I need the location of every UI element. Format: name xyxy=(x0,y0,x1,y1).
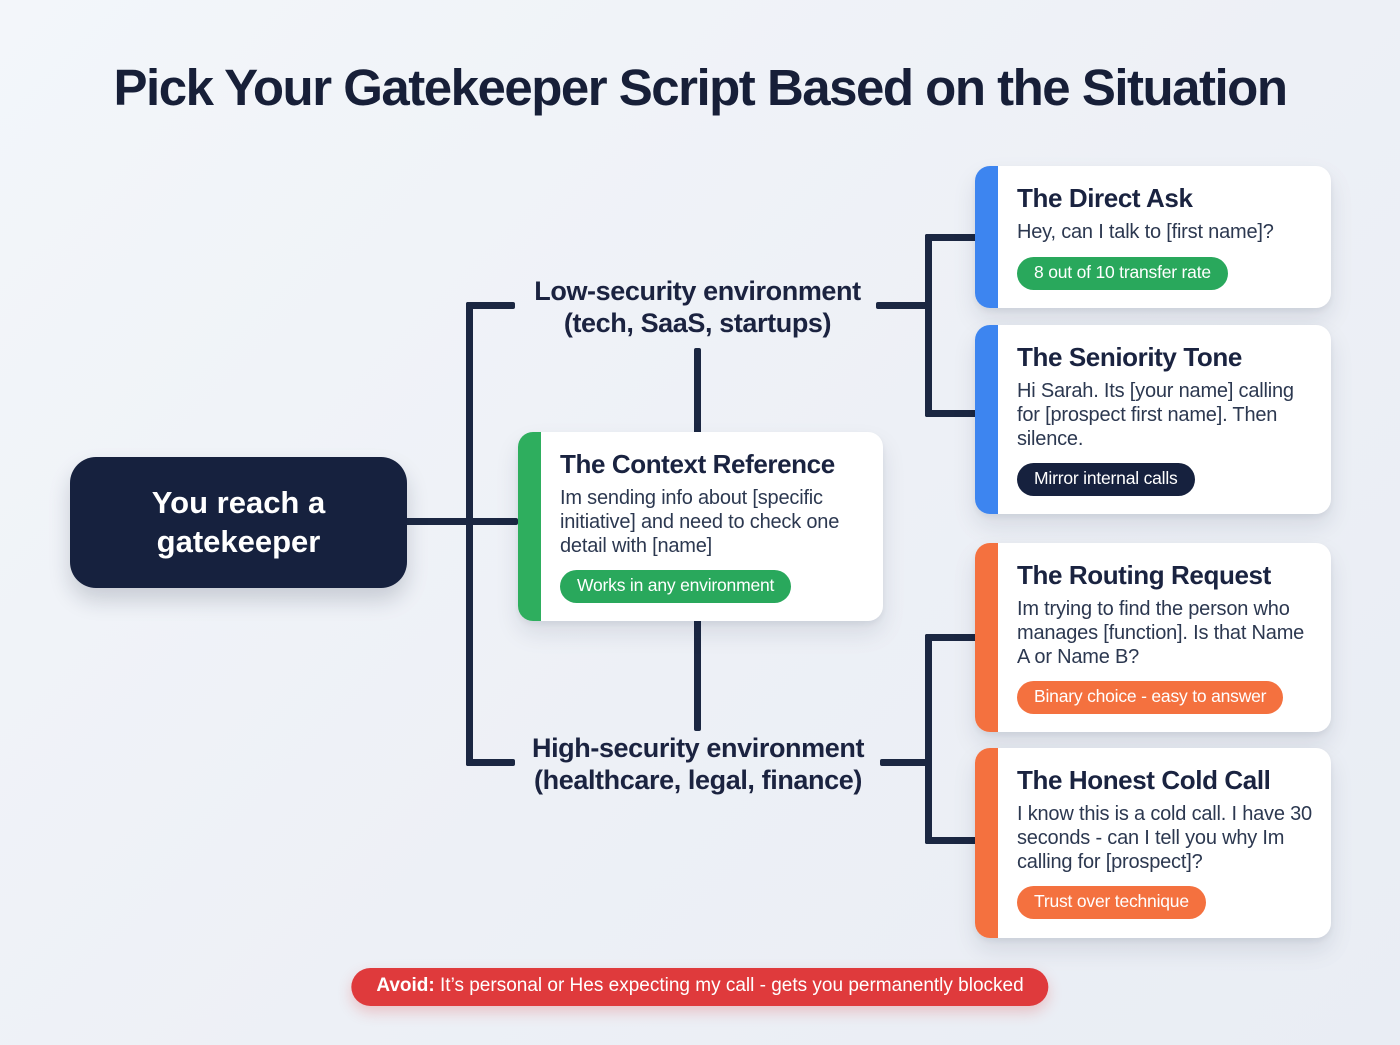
card-accent-bar xyxy=(975,166,998,308)
connector-high-label-to-bracket xyxy=(880,759,932,766)
page-title: Pick Your Gatekeeper Script Based on the… xyxy=(113,59,1288,116)
connector-low-label-to-context-card xyxy=(694,348,701,437)
root-node-label: You reach a gatekeeper xyxy=(151,484,326,559)
avoid-text: It’s personal or Hes expecting my call -… xyxy=(434,975,1024,996)
avoid-label: Avoid: xyxy=(376,975,435,996)
connector-to-seniority-card xyxy=(925,410,977,417)
branch-high-line1: High-security environment xyxy=(531,733,865,763)
connector-root-to-trunk xyxy=(405,518,518,525)
card-seniority-tone: The Seniority Tone Hi Sarah. Its [your n… xyxy=(975,325,1331,515)
card-badge: Works in any environment xyxy=(560,570,792,604)
card-body: Im sending info about [specific initiati… xyxy=(560,487,840,557)
card-accent-bar xyxy=(518,432,541,622)
card-accent-bar xyxy=(975,748,998,938)
card-title: The Routing Request xyxy=(1017,560,1271,590)
card-direct-ask: The Direct Ask Hey, can I talk to [first… xyxy=(975,166,1331,308)
connector-trunk-to-low-label xyxy=(466,302,515,309)
card-badge: 8 out of 10 transfer rate xyxy=(1017,256,1228,290)
card-context-reference: The Context Reference Im sending info ab… xyxy=(518,432,883,622)
connector-high-bracket-vertical xyxy=(925,634,932,844)
card-accent-bar xyxy=(975,543,998,733)
card-honest-cold-call: The Honest Cold Call I know this is a co… xyxy=(975,748,1331,938)
card-body: I know this is a cold call. I have 30 se… xyxy=(1017,803,1312,873)
card-accent-bar xyxy=(975,325,998,515)
card-badge: Trust over technique xyxy=(1017,886,1206,920)
connector-trunk-vertical xyxy=(466,302,473,766)
connector-trunk-to-high-label xyxy=(466,759,515,766)
card-routing-request: The Routing Request Im trying to find th… xyxy=(975,543,1331,733)
card-badge: Binary choice - easy to answer xyxy=(1017,681,1284,715)
card-badge: Mirror internal calls xyxy=(1017,463,1195,497)
branch-low-line2: (tech, SaaS, startups) xyxy=(563,307,832,338)
card-body: Hey, can I talk to [first name]? xyxy=(1017,221,1274,243)
card-title: The Context Reference xyxy=(560,449,835,479)
branch-label-high-security: High-security environment (healthcare, l… xyxy=(468,733,928,796)
connector-low-label-to-bracket xyxy=(876,302,932,309)
card-title: The Seniority Tone xyxy=(1017,342,1242,372)
connector-to-honest-card xyxy=(925,837,977,844)
card-body: Im trying to find the person who manages… xyxy=(1017,598,1305,668)
branch-low-line1: Low-security environment xyxy=(534,276,861,306)
card-title: The Direct Ask xyxy=(1017,183,1193,213)
connector-to-direct-ask-card xyxy=(925,234,977,241)
branch-high-line2: (healthcare, legal, finance) xyxy=(534,764,862,795)
avoid-warning-pill: Avoid: It’s personal or Hes expecting my… xyxy=(351,968,1049,1006)
branch-label-low-security: Low-security environment (tech, SaaS, st… xyxy=(470,276,925,339)
card-body: Hi Sarah. Its [your name] calling for [p… xyxy=(1017,380,1294,450)
root-node-gatekeeper: You reach a gatekeeper xyxy=(70,457,407,588)
connector-context-card-to-high-label xyxy=(694,612,701,731)
card-title: The Honest Cold Call xyxy=(1017,765,1271,795)
connector-low-bracket-vertical xyxy=(925,234,932,417)
connector-to-routing-card xyxy=(925,634,977,641)
